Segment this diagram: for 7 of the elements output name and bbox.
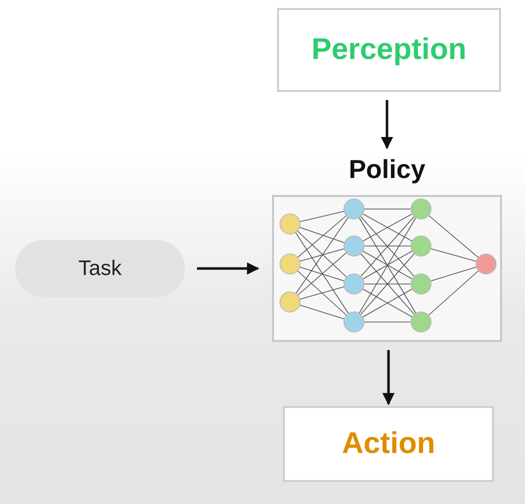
node-heading: Policy [348,154,426,185]
perception-box: Perception [277,8,501,92]
arrow [197,262,260,275]
arrow [382,350,395,406]
action-box: Action [283,406,494,482]
arrow [380,100,394,150]
task-pill: Task [15,240,185,297]
